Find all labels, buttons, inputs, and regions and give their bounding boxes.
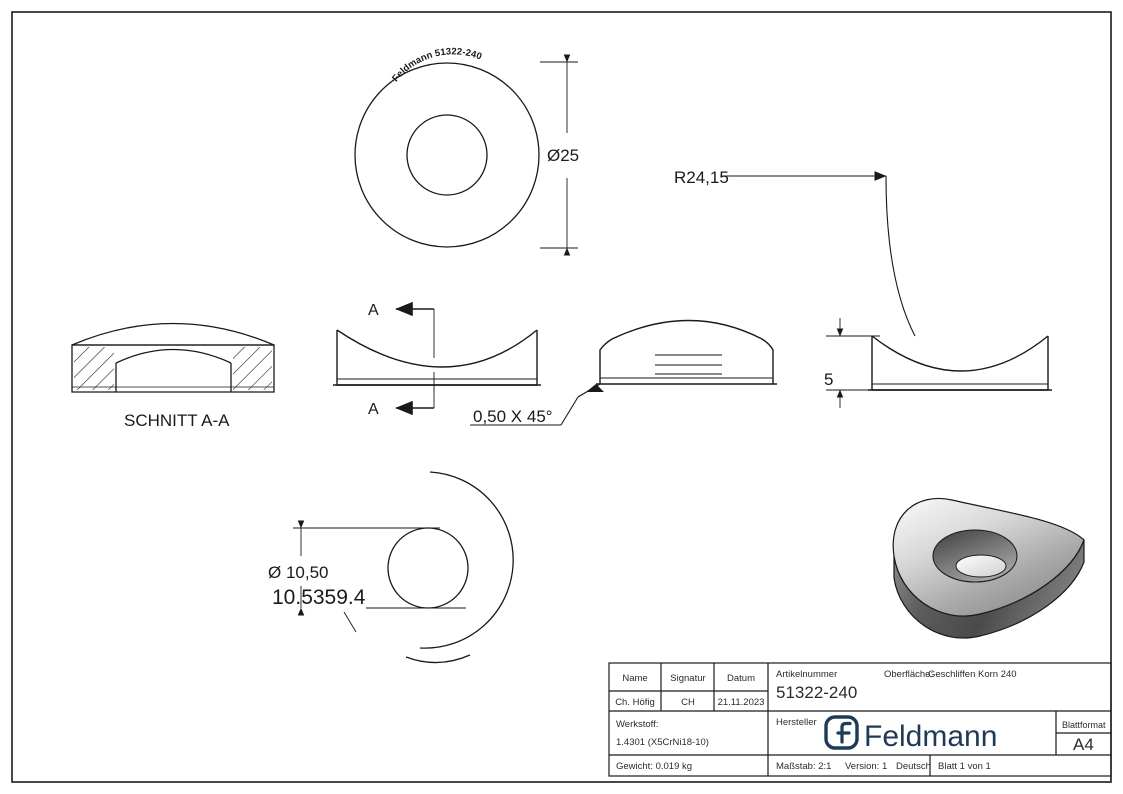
sheet-border [11, 11, 1112, 783]
logo-wordmark: Feldmann [864, 720, 997, 753]
header-signature: Signatur [670, 673, 705, 684]
value-version: Version: 1 [845, 761, 887, 772]
front-view-sectioned [333, 301, 541, 416]
value-page: Blatt 1 von 1 [938, 761, 991, 772]
right-view [722, 171, 1052, 408]
feldmann-logo-icon [824, 715, 859, 750]
value-material: 1.4301 (X5CrNi18-10) [616, 737, 709, 748]
value-weight: Gewicht: 0.019 kg [616, 761, 692, 772]
label-manufacturer: Hersteller [776, 717, 817, 728]
dimension-overlap-label: 10.5359.4 [272, 586, 366, 609]
section-arrow-label-top: A [368, 302, 379, 319]
value-date: 21.11.2023 [718, 697, 765, 708]
dimension-thickness: 5 [824, 370, 833, 389]
value-sheet-format: A4 [1073, 735, 1094, 754]
label-sheet-format: Blattformat [1062, 720, 1106, 730]
section-view-aa [71, 322, 275, 393]
dimension-chamfer: 0,50 X 45° [473, 407, 553, 426]
header-date: Datum [727, 673, 755, 684]
convex-view [470, 319, 777, 426]
top-view [354, 54, 578, 256]
value-surface: Geschliffen Korn 240 [928, 669, 1017, 680]
label-surface: Oberfläche: [884, 669, 933, 680]
isometric-render [892, 497, 1085, 639]
bottom-view [293, 471, 514, 664]
value-signature: CH [681, 697, 695, 708]
section-label: SCHNITT A-A [124, 411, 230, 430]
dimension-outer-diameter: Ø25 [547, 146, 579, 165]
label-material: Werkstoff: [616, 719, 658, 730]
value-name: Ch. Höfig [615, 697, 655, 708]
dimension-bore-diameter: Ø 10,50 [268, 563, 329, 582]
dimension-radius: R24,15 [674, 168, 729, 187]
label-article-number: Artikelnummer [776, 669, 837, 680]
section-arrow-label-bottom: A [368, 401, 379, 418]
value-article-number: 51322-240 [776, 683, 857, 702]
value-scale: Maßstab: 2:1 [776, 761, 831, 772]
header-name: Name [622, 673, 647, 684]
value-language: Deutsch [896, 761, 931, 772]
